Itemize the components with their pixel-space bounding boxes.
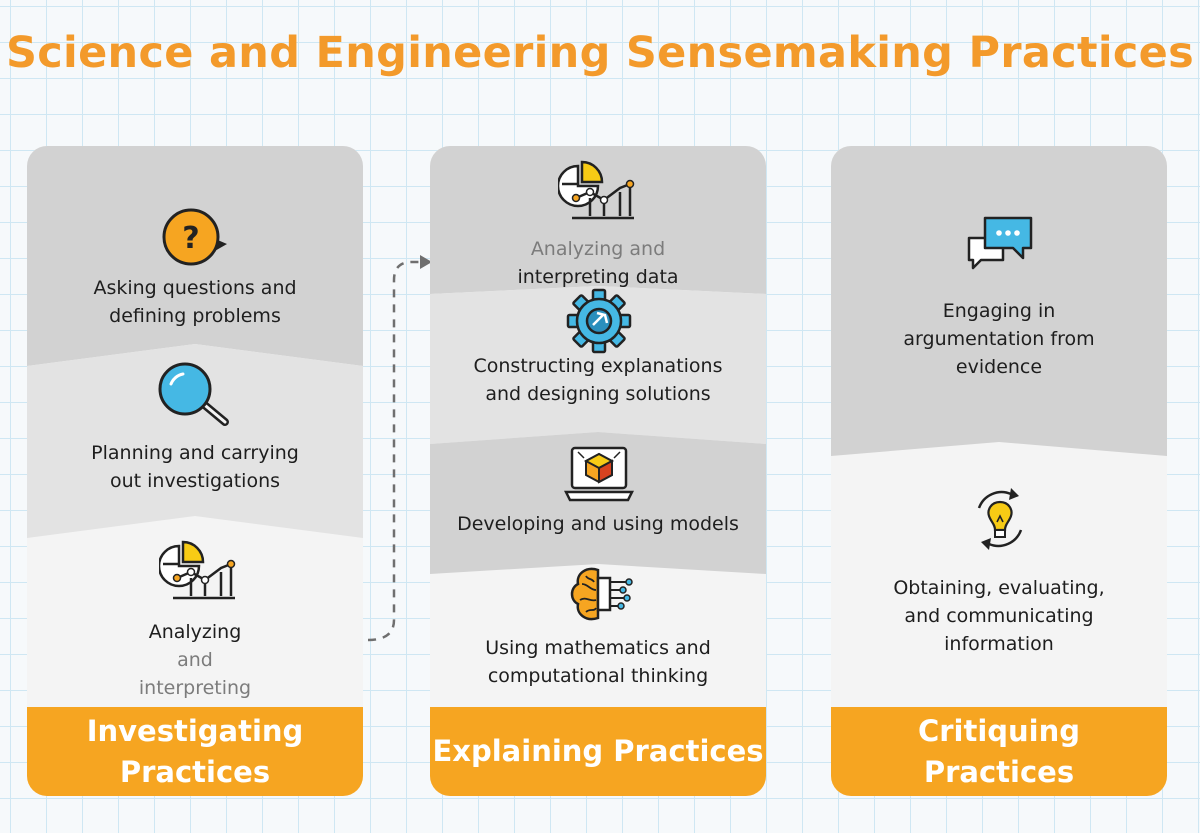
item-label: Constructing explanations and designing … bbox=[473, 355, 723, 405]
item-label: Planning and carrying out investigations bbox=[91, 442, 299, 492]
item-label: Asking questions and defining problems bbox=[93, 277, 297, 327]
item-label: Engaging in argumentation from evidence bbox=[903, 300, 1095, 378]
investigating-column: ? Asking questions and defining problems… bbox=[27, 146, 363, 796]
band-backgrounds bbox=[831, 146, 1167, 456]
lightbulb-cycle-icon bbox=[977, 488, 1023, 550]
column-heading: Explaining Practices bbox=[430, 707, 766, 796]
item-label: Obtaining, evaluating, and communicating… bbox=[893, 577, 1105, 655]
page-title: Science and Engineering Sensemaking Prac… bbox=[5, 28, 1195, 78]
svg-text:?: ? bbox=[182, 221, 199, 256]
data-chart-icon bbox=[159, 540, 236, 600]
gear-icon bbox=[566, 288, 632, 354]
connector-arrow bbox=[367, 255, 432, 642]
item-label: Using mathematics and computational thin… bbox=[485, 637, 711, 687]
item-label: Developing and using models bbox=[457, 513, 739, 535]
band-backgrounds bbox=[430, 146, 766, 574]
magnifying-glass-icon bbox=[158, 362, 229, 426]
data-chart-icon bbox=[558, 160, 635, 220]
explaining-column: Analyzing and interpreting data Construc… bbox=[430, 146, 766, 796]
laptop-model-icon bbox=[564, 446, 634, 502]
item-label: Analyzing and interpreting data bbox=[517, 238, 679, 288]
question-mark-icon: ? bbox=[162, 208, 227, 266]
brain-circuit-icon bbox=[570, 567, 633, 621]
chat-bubbles-icon bbox=[967, 216, 1033, 270]
critiquing-column: Engaging in argumentation from evidence … bbox=[831, 146, 1167, 796]
